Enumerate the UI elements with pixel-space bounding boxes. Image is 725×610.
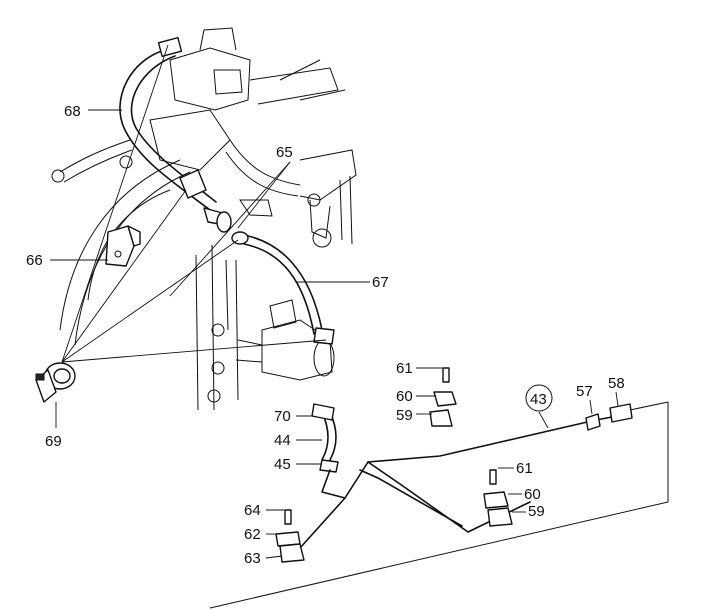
callout-63: 63 (244, 550, 261, 567)
callout-58: 58 (608, 375, 625, 392)
callout-60-upper: 60 (396, 388, 413, 405)
callout-43: 43 (530, 391, 547, 408)
callout-65: 65 (276, 144, 293, 161)
callout-43-circle (525, 384, 553, 412)
brake-line-43 (299, 401, 669, 549)
clip-group-left (275, 509, 305, 563)
callout-45: 45 (274, 456, 291, 473)
callout-62: 62 (244, 526, 261, 543)
pipe-44 (311, 403, 339, 473)
callout-69: 69 (45, 433, 62, 450)
hose-68 (119, 36, 217, 211)
callout-59-lower: 59 (528, 503, 545, 520)
engine-outline (51, 27, 357, 411)
callout-67: 67 (372, 274, 389, 291)
callout-44: 44 (274, 432, 291, 449)
callout-60-lower: 60 (524, 486, 541, 503)
callout-57: 57 (576, 383, 593, 400)
bracket-66 (105, 225, 141, 267)
clip-group-upper (429, 367, 457, 427)
callout-61-upper: 61 (396, 360, 413, 377)
union-65 (203, 207, 232, 233)
callout-61-lower: 61 (516, 460, 533, 477)
clip-group-lower (483, 469, 513, 527)
hose-67 (231, 231, 335, 345)
callout-64: 64 (244, 502, 261, 519)
callout-labels: 68 65 66 67 69 61 60 59 70 44 45 43 57 5… (26, 103, 625, 567)
leader-lines (50, 44, 619, 559)
callout-59-upper: 59 (396, 407, 413, 424)
callout-70: 70 (274, 408, 291, 425)
frame-rail (209, 402, 669, 609)
clamp-69 (35, 362, 76, 403)
callout-68: 68 (64, 103, 81, 120)
callout-66: 66 (26, 252, 43, 269)
